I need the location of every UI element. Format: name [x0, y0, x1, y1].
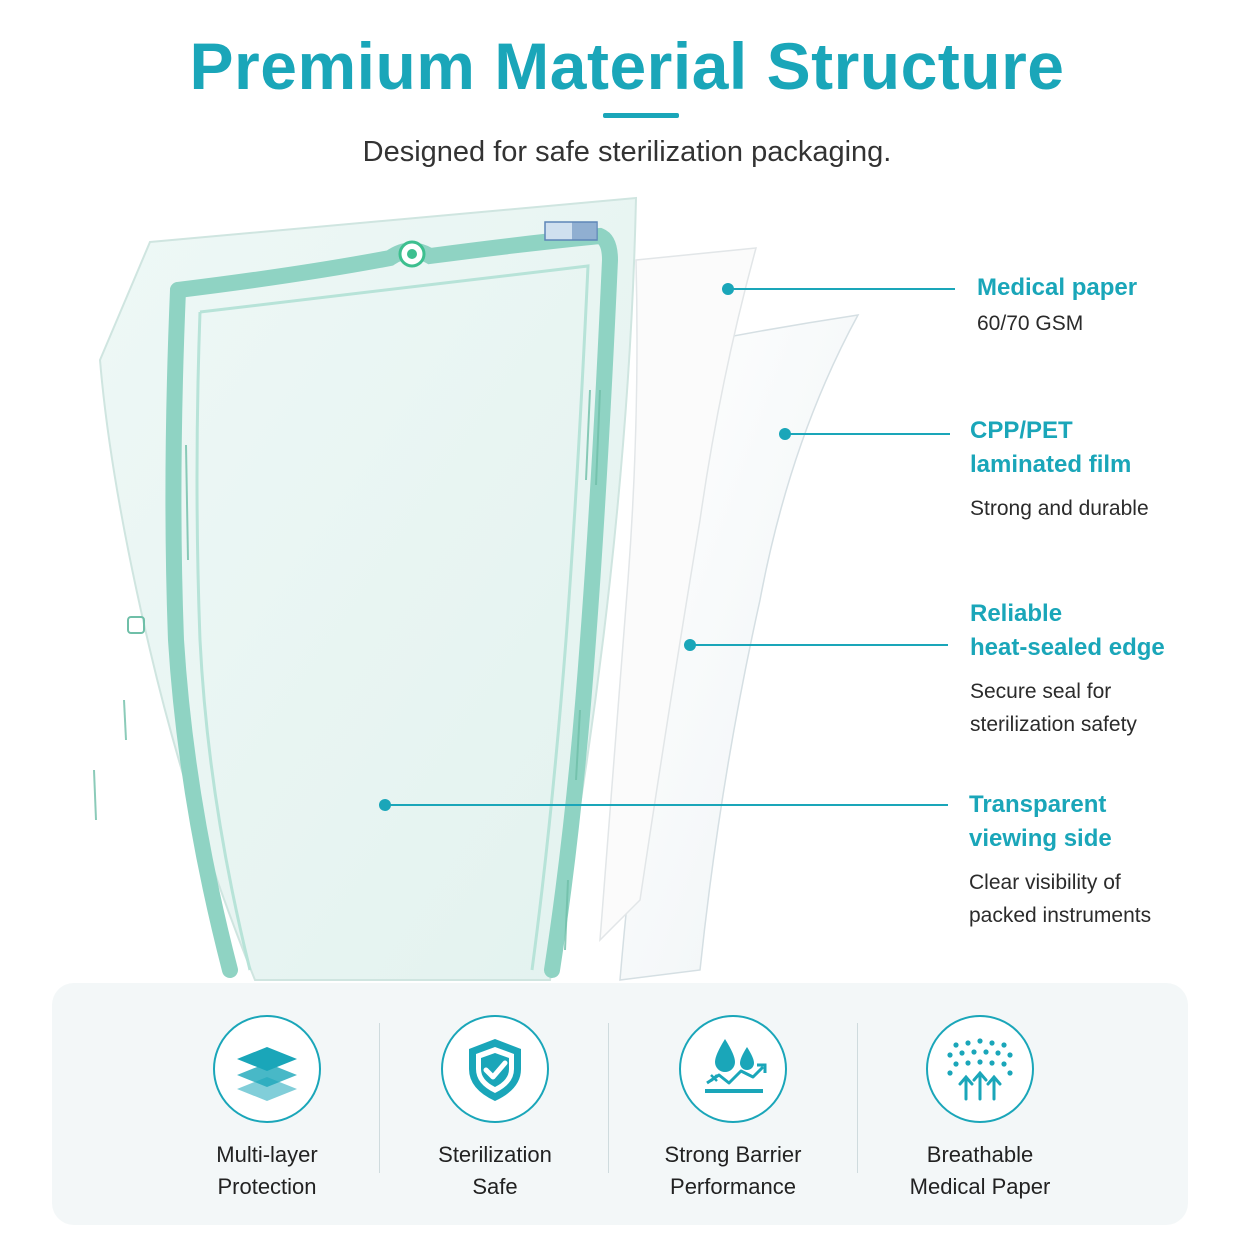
page-title: Premium Material Structure	[189, 29, 1065, 103]
page-subtitle: Designed for safe sterilization packagin…	[362, 136, 892, 168]
water-drops-barrier-icon	[705, 1039, 767, 1093]
features-panel: Multi-layer Protection Sterilization Saf…	[52, 983, 1188, 1225]
callout-title: Reliable heat-sealed edge	[970, 600, 1165, 661]
sterilization-pouch-illustration	[93, 196, 955, 981]
callout-heat-sealed-edge: Reliable heat-sealed edge Secure seal fo…	[970, 597, 1165, 741]
callout-desc: 60/70 GSM	[977, 312, 1084, 335]
feature-multi-layer: Multi-layer Protection	[152, 983, 382, 1225]
callout-title: Transparent viewing side	[969, 791, 1112, 852]
title-underline	[603, 113, 679, 118]
shield-check-icon	[469, 1039, 521, 1101]
feature-breathable: Breathable Medical Paper	[865, 983, 1095, 1225]
medical-paper-layer	[599, 247, 758, 942]
breathable-airflow-icon	[947, 1038, 1013, 1101]
feature-divider	[857, 1023, 858, 1173]
feature-label: Breathable Medical Paper	[909, 1142, 1051, 1199]
feature-label: Strong Barrier Performance	[664, 1142, 802, 1199]
callout-laminated-film: CPP/PET laminated film Strong and durabl…	[970, 414, 1149, 525]
callout-desc: Clear visibility of packed instruments	[969, 871, 1152, 927]
feature-strong-barrier: Strong Barrier Performance	[618, 983, 848, 1225]
callout-desc: Strong and durable	[970, 497, 1149, 520]
callout-title: CPP/PET laminated film	[970, 417, 1132, 478]
callout-medical-paper: Medical paper 60/70 GSM	[977, 271, 1137, 340]
callout-title: Medical paper	[977, 274, 1138, 301]
layers-icon	[237, 1047, 297, 1101]
heat-seal-edge-top	[170, 227, 619, 978]
heat-seal-edge-left	[165, 282, 238, 978]
callout-desc: Secure seal for sterilization safety	[970, 680, 1137, 736]
feature-label: Sterilization Safe	[438, 1142, 552, 1199]
feature-divider	[379, 1023, 380, 1173]
feature-sterilization-safe: Sterilization Safe	[380, 983, 610, 1225]
callout-transparent-side: Transparent viewing side Clear visibilit…	[969, 788, 1151, 932]
feature-divider	[608, 1023, 609, 1173]
feature-label: Multi-layer Protection	[216, 1142, 318, 1199]
